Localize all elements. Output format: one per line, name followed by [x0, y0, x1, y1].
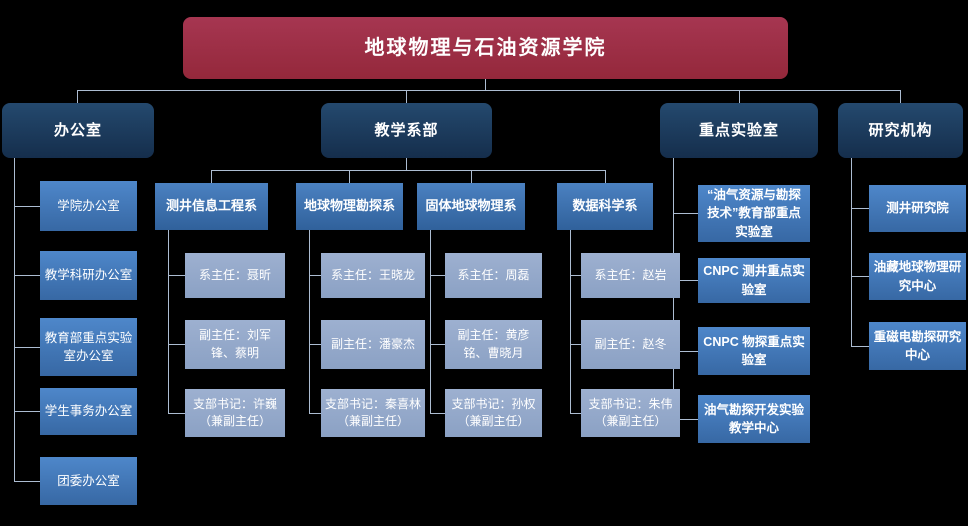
connector-dept2-elbow — [309, 275, 321, 276]
connector-root-stub — [485, 79, 486, 90]
node-dept-role: 系主任：赵岩 — [581, 253, 680, 298]
node-teaching: 教学系部 — [321, 103, 492, 158]
connector-dept3-elbow — [430, 275, 445, 276]
node-research-item: 重磁电勘探研究中心 — [869, 322, 966, 370]
connector-labs-elbow — [673, 419, 698, 420]
connector-dept3-rail — [430, 230, 431, 413]
node-dept-data-science: 数据科学系 — [557, 183, 653, 230]
node-office: 办公室 — [2, 103, 154, 158]
connector-dept4-elbow — [570, 413, 581, 414]
connector-dept4-elbow — [570, 275, 581, 276]
node-office-item: 学生事务办公室 — [40, 388, 137, 435]
connector-research-rail — [851, 158, 852, 346]
connector-dept-drop — [211, 170, 212, 183]
node-research: 研究机构 — [838, 103, 963, 158]
connector-dept2-elbow — [309, 413, 321, 414]
node-dept-geophys-exploration: 地球物理勘探系 — [296, 183, 403, 230]
node-dept-role: 支部书记：朱伟（兼副主任） — [581, 389, 680, 437]
connector-dept-drop — [349, 170, 350, 183]
node-office-item: 学院办公室 — [40, 181, 137, 231]
connector-drop-research — [900, 90, 901, 103]
node-labs: 重点实验室 — [660, 103, 818, 158]
node-dept-role: 系主任：聂昕 — [185, 253, 285, 298]
connector-office-elbow — [14, 275, 40, 276]
connector-dept4-elbow — [570, 344, 581, 345]
node-dept-logging: 测井信息工程系 — [155, 183, 268, 230]
node-research-item: 测井研究院 — [869, 185, 966, 232]
connector-office-elbow — [14, 411, 40, 412]
node-dept-role: 副主任：黄彦铭、曹晓月 — [445, 320, 542, 369]
connector-drop-labs — [739, 90, 740, 103]
connector-office-rail — [14, 158, 15, 481]
connector-dept1-elbow — [168, 413, 185, 414]
connector-dept3-elbow — [430, 344, 445, 345]
connector-dept2-rail — [309, 230, 310, 413]
node-dept-role: 系主任：周磊 — [445, 253, 542, 298]
connector-research-elbow — [851, 276, 869, 277]
connector-dept-drop — [605, 170, 606, 183]
node-college-root: 地球物理与石油资源学院 — [183, 17, 788, 79]
node-dept-solid-earth: 固体地球物理系 — [417, 183, 525, 230]
node-dept-role: 系主任：王晓龙 — [321, 253, 425, 298]
connector-dept1-elbow — [168, 275, 185, 276]
connector-office-elbow — [14, 481, 40, 482]
node-dept-role: 副主任：刘军锋、蔡明 — [185, 320, 285, 369]
node-dept-role: 支部书记：秦喜林（兼副主任） — [321, 389, 425, 437]
connector-teaching-stub — [406, 158, 407, 170]
connector-dept1-elbow — [168, 344, 185, 345]
connector-office-elbow — [14, 347, 40, 348]
connector-trunk-l2 — [77, 90, 901, 91]
node-dept-role: 副主任：赵冬 — [581, 320, 680, 369]
connector-dept4-rail — [570, 230, 571, 413]
node-dept-role: 支部书记：孙权（兼副主任） — [445, 389, 542, 437]
connector-dept-drop — [471, 170, 472, 183]
node-lab-item: “油气资源与勘探技术”教育部重点实验室 — [698, 185, 810, 242]
node-dept-role: 支部书记：许巍（兼副主任） — [185, 389, 285, 437]
node-dept-role: 副主任：潘豪杰 — [321, 320, 425, 369]
node-office-item: 团委办公室 — [40, 457, 137, 505]
connector-dept2-elbow — [309, 344, 321, 345]
node-lab-item: CNPC 物探重点实验室 — [698, 327, 810, 375]
connector-dept3-elbow — [430, 413, 445, 414]
connector-drop-teaching — [406, 90, 407, 103]
connector-office-elbow — [14, 206, 40, 207]
node-lab-item: 油气勘探开发实验教学中心 — [698, 395, 810, 443]
connector-labs-elbow — [673, 213, 698, 214]
connector-labs-elbow — [673, 280, 698, 281]
connector-drop-office — [77, 90, 78, 103]
node-research-item: 油藏地球物理研究中心 — [869, 253, 966, 300]
connector-teaching-trunk — [211, 170, 605, 171]
connector-research-elbow — [851, 208, 869, 209]
connector-labs-elbow — [673, 351, 698, 352]
connector-research-elbow — [851, 346, 869, 347]
node-office-item: 教学科研办公室 — [40, 251, 137, 300]
connector-dept1-rail — [168, 230, 169, 413]
node-lab-item: CNPC 测井重点实验室 — [698, 258, 810, 303]
node-office-item: 教育部重点实验室办公室 — [40, 318, 137, 376]
